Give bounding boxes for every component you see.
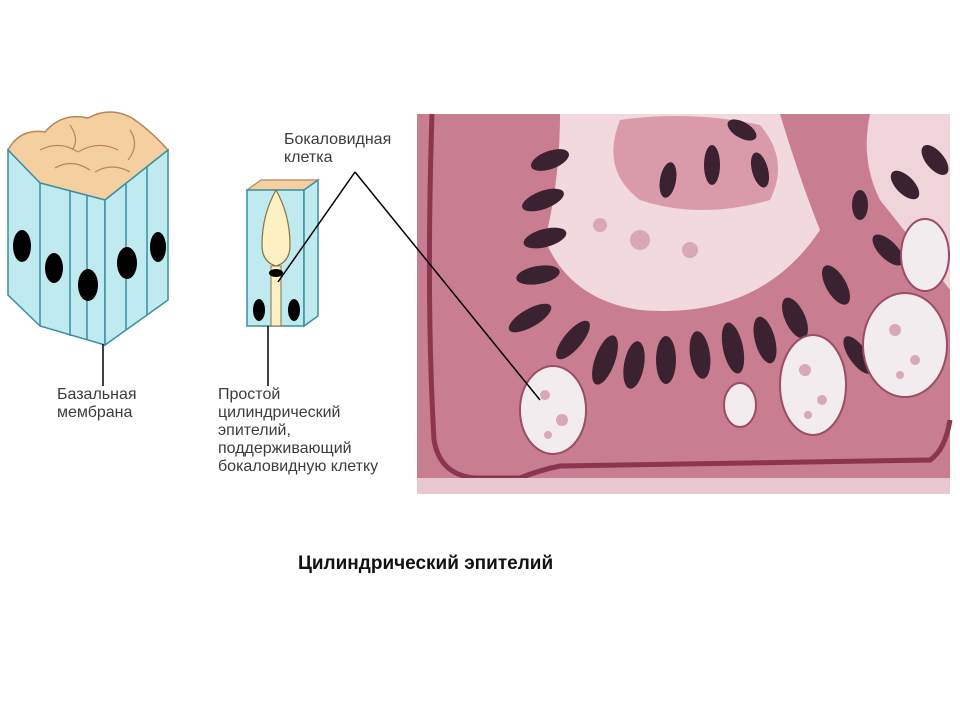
goblet-cell-label-line1: Бокаловидная — [284, 131, 392, 148]
goblet-cell-diagram — [245, 178, 320, 386]
basal-membrane-label-line1: Базальная — [57, 386, 137, 403]
simple-epithelium-label-line5: бокаловидную клетку — [218, 458, 379, 475]
goblet-cell-label: Бокаловидная клетка — [284, 131, 391, 167]
figure-caption: Цилиндрический эпителий — [298, 553, 554, 574]
simple-epithelium-label-line2: цилиндрический — [218, 404, 341, 421]
micrograph-photo — [417, 113, 953, 494]
block-nuclei — [13, 230, 166, 301]
simple-epithelium-label-line4: поддерживающий — [218, 440, 352, 457]
block-apical-surface — [7, 111, 170, 201]
basal-membrane-label-line2: мембрана — [57, 404, 133, 421]
simple-epithelium-label: Простой цилиндрический эпителий, поддерж… — [218, 386, 378, 476]
basal-membrane-label: Базальная мембрана — [57, 386, 137, 422]
goblet-nucleus-right — [288, 299, 300, 321]
block-side-face — [104, 148, 169, 347]
micrograph-goblet-cell — [519, 365, 587, 455]
goblet-leader-lines — [277, 171, 541, 401]
epithelium-block-diagram — [7, 111, 170, 386]
simple-epithelium-label-line1: Простой — [218, 386, 281, 403]
goblet-nucleus-left — [253, 299, 265, 321]
simple-epithelium-label-line3: эпителий, — [218, 422, 291, 439]
goblet-cell-label-line2: клетка — [284, 149, 333, 166]
